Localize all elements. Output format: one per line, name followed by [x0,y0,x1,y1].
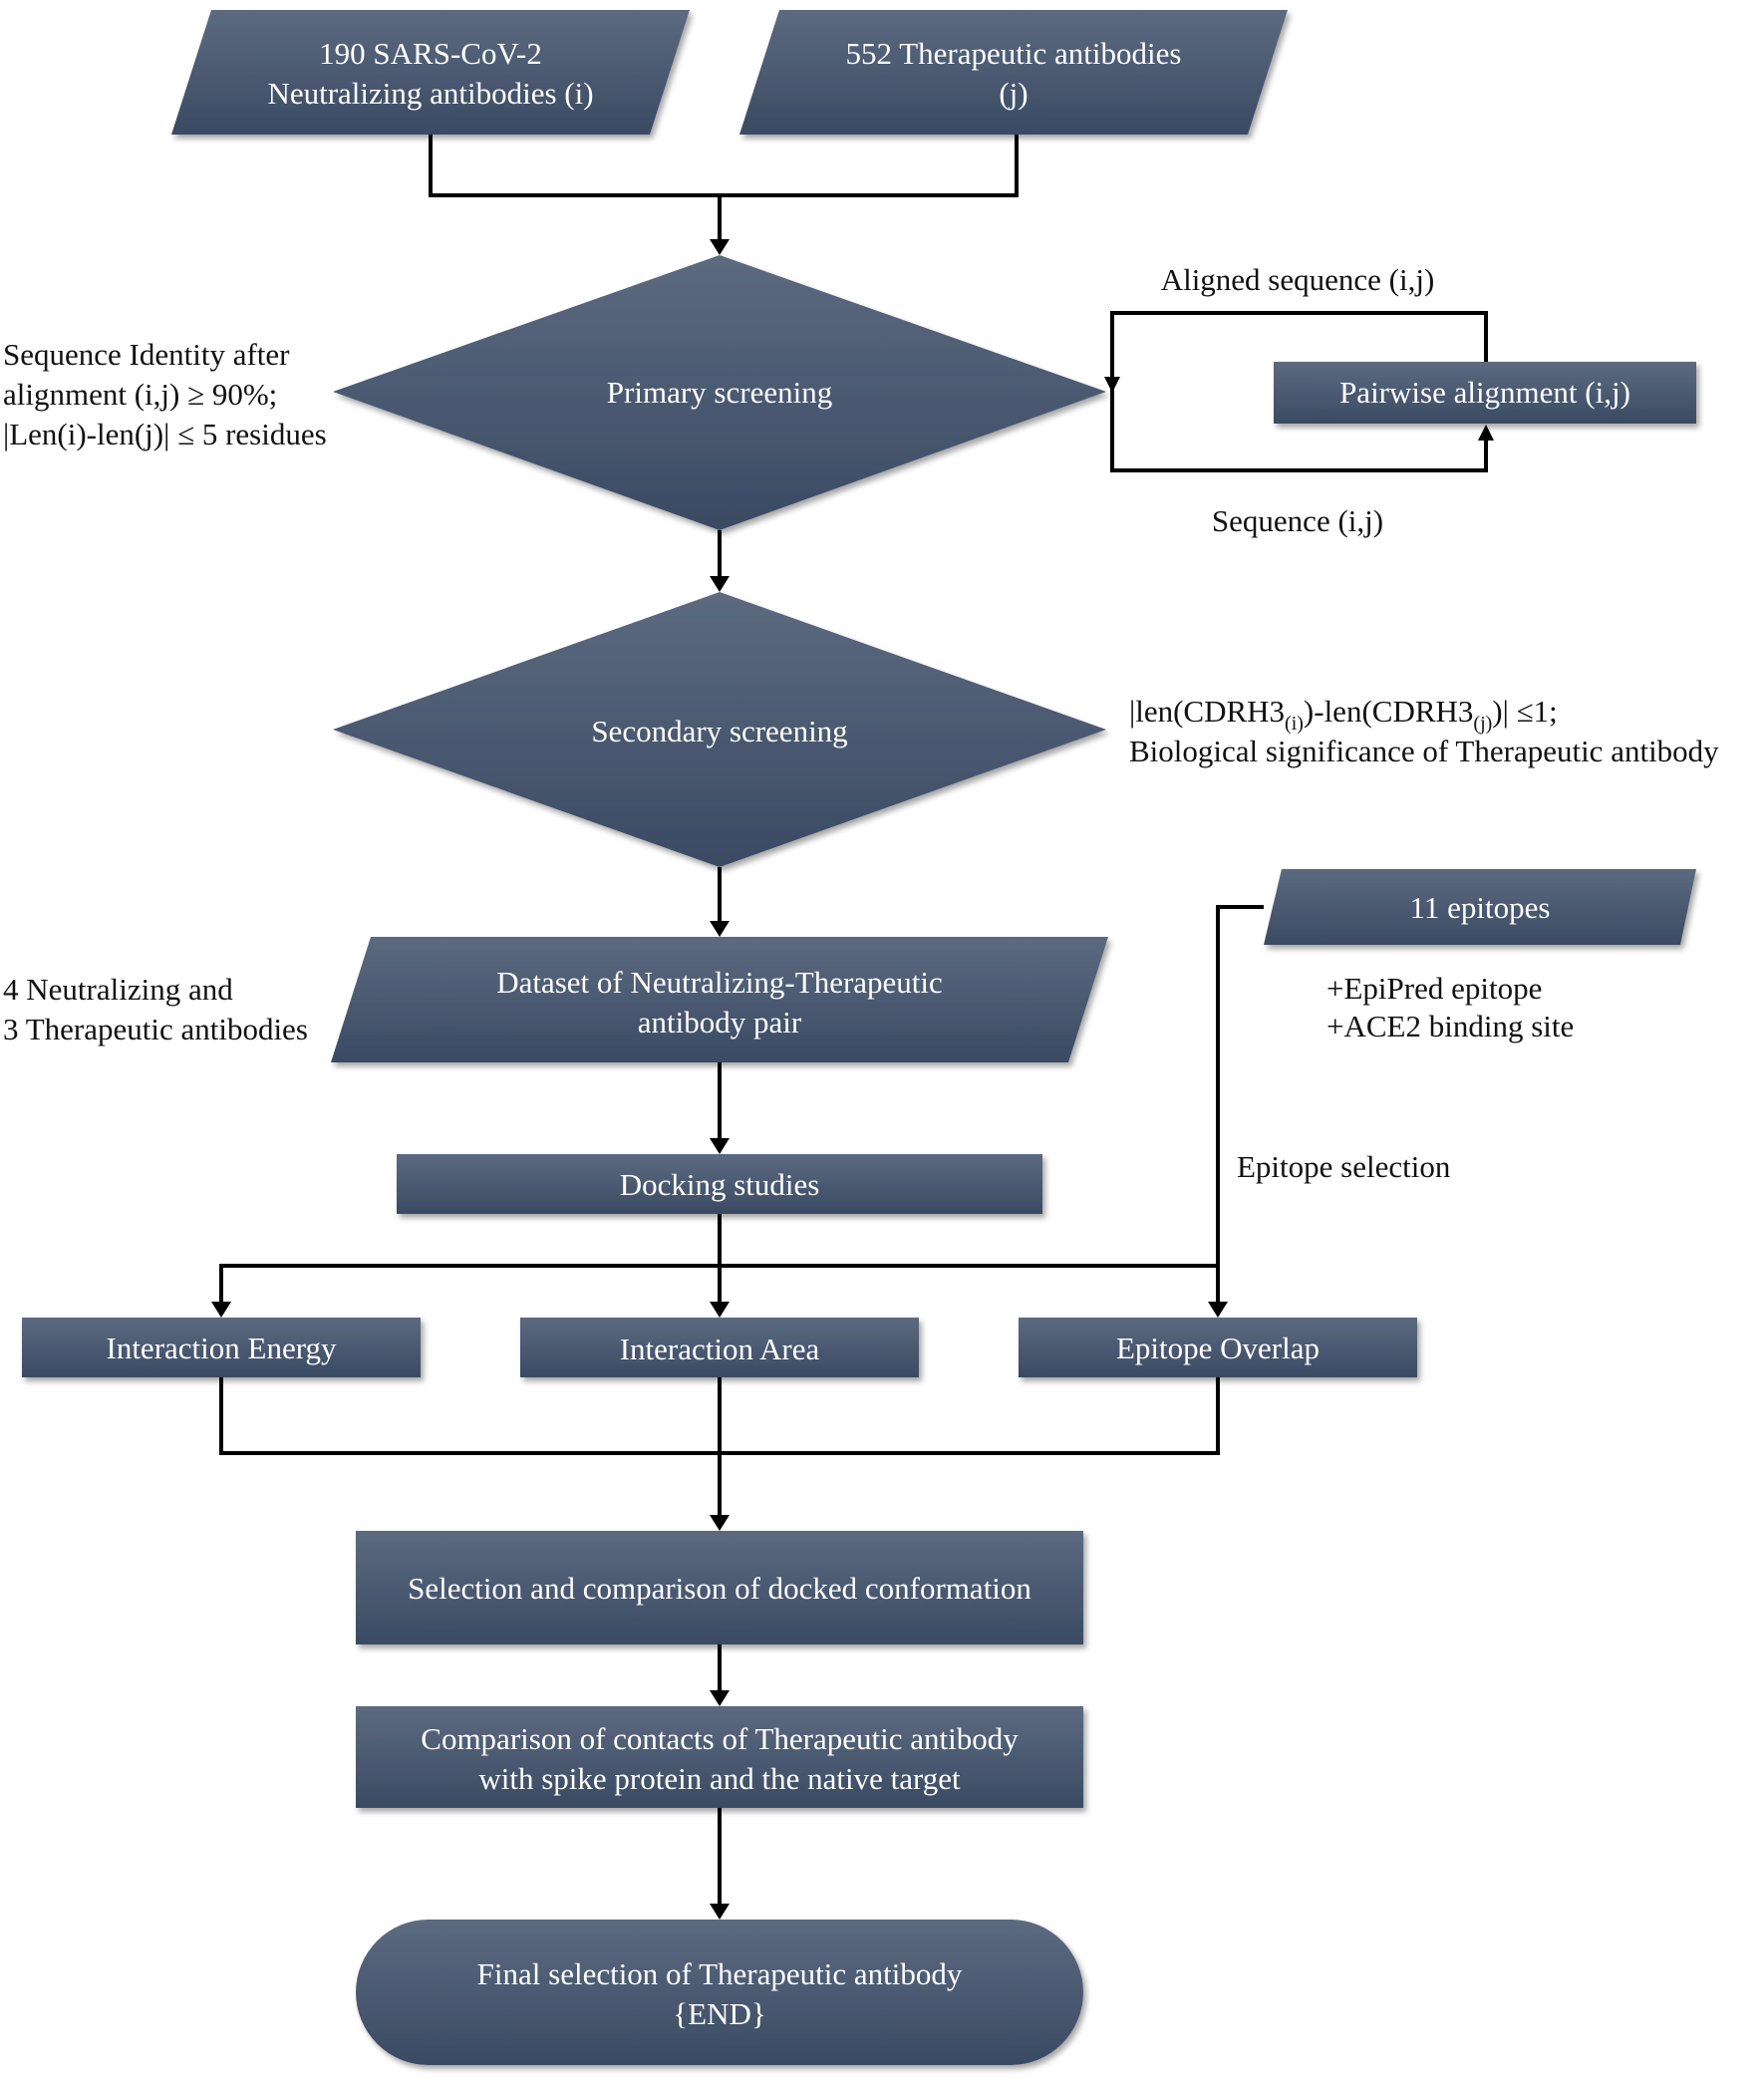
primary-criteria-line2: alignment (i,j) ≥ 90%; [3,377,277,412]
docking-label: Docking studies [620,1167,820,1202]
cdrh3-part3: )| ≤1; [1492,694,1557,729]
secondary-criteria-line1: |len(CDRH3(i))-len(CDRH3(j))| ≤1; [1129,694,1558,735]
arrowhead-docking [710,1138,730,1154]
secondary-label: Secondary screening [591,714,847,748]
arrowhead-primary [710,239,730,255]
edge-therapeutic-merge [720,135,1019,197]
dataset-label-line2: antibody pair [638,1005,802,1040]
arrowhead-comparison [710,1690,730,1706]
neutralizing-label-line1: 190 SARS-CoV-2 [319,36,542,71]
epitope-extra-line2: +ACE2 binding site [1326,1009,1574,1043]
arrowhead-dataset [710,921,730,937]
edge-feedback-loop-bottom [1110,392,1488,472]
arrowhead-selection [710,1515,730,1531]
edge-docking-split [219,1214,722,1302]
edge-feedback-loop-top [1110,311,1488,392]
cdrh3-subscript-i: (i) [1285,713,1304,735]
dataset-counts-line1: 4 Neutralizing and [3,972,233,1007]
cdrh3-subscript-j: (j) [1473,713,1492,735]
arrowhead-secondary [710,576,730,592]
sequence-label: Sequence (i,j) [1212,503,1383,538]
comparison-label-line1: Comparison of contacts of Therapeutic an… [421,1721,1019,1756]
secondary-criteria-line2: Biological significance of Therapeutic a… [1129,734,1719,768]
annotations: Aligned sequence (i,j) Sequence (i,j) Se… [3,262,1719,1184]
node-selection [356,1531,1083,1644]
node-area [520,1318,919,1377]
cdrh3-part2: )-len(CDRH3 [1304,694,1473,729]
node-secondary [333,592,1106,867]
therapeutic-label-line2: (j) [999,76,1028,111]
arrowhead-area [710,1302,730,1318]
arrowhead-energy [211,1302,231,1318]
arrowhead-pairwise [1478,425,1494,441]
therapeutic-label-line1: 552 Therapeutic antibodies [846,36,1182,71]
area-label: Interaction Area [620,1332,820,1366]
edge-overlap-merge [720,1377,1220,1455]
cdrh3-part1: |len(CDRH3 [1129,694,1285,729]
arrowhead-final [710,1904,730,1920]
edges [211,135,1494,1920]
final-label-line2: {END} [673,1996,765,2031]
node-comparison [356,1706,1083,1808]
node-pairwise [1274,362,1696,424]
node-docking [397,1154,1042,1214]
edge-epitope-selection [1216,905,1264,1266]
node-dataset [331,937,1108,1062]
node-energy [22,1318,421,1377]
primary-criteria-line3: |Len(i)-len(j)| ≤ 5 residues [3,417,327,451]
epitopes-label: 11 epitopes [1410,890,1551,925]
primary-label: Primary screening [607,375,832,410]
dataset-counts-line2: 3 Therapeutic antibodies [3,1012,308,1046]
node-epitopes [1264,869,1696,945]
selection-label: Selection and comparison of docked confo… [408,1571,1031,1606]
node-overlap [1019,1318,1417,1377]
pairwise-label: Pairwise alignment (i,j) [1339,375,1630,410]
dataset-label-line1: Dataset of Neutralizing-Therapeutic [496,965,943,1000]
edge-energy-merge [219,1377,720,1455]
node-labels: 190 SARS-CoV-2 Neutralizing antibodies (… [107,36,1630,2031]
comparison-label-line2: with spike protein and the native target [478,1761,961,1796]
edge-neutralizing-merge [429,135,720,197]
node-neutralizing [171,10,690,135]
node-final [356,1920,1083,2065]
overlap-label: Epitope Overlap [1116,1331,1320,1365]
node-primary [333,255,1106,530]
aligned-sequence-label: Aligned sequence (i,j) [1161,262,1435,297]
epitope-selection-label: Epitope selection [1237,1149,1451,1184]
nodes [22,10,1696,2065]
energy-label: Interaction Energy [107,1331,337,1365]
edge-docking-overlap [720,1264,1220,1302]
primary-criteria-line1: Sequence Identity after [3,337,290,372]
arrowhead-loop-return [1104,377,1120,393]
arrowhead-overlap [1208,1302,1228,1318]
neutralizing-label-line2: Neutralizing antibodies (i) [267,76,593,111]
node-therapeutic [739,10,1288,135]
epitope-extra-line1: +EpiPred epitope [1326,971,1542,1006]
final-label-line1: Final selection of Therapeutic antibody [477,1956,963,1991]
